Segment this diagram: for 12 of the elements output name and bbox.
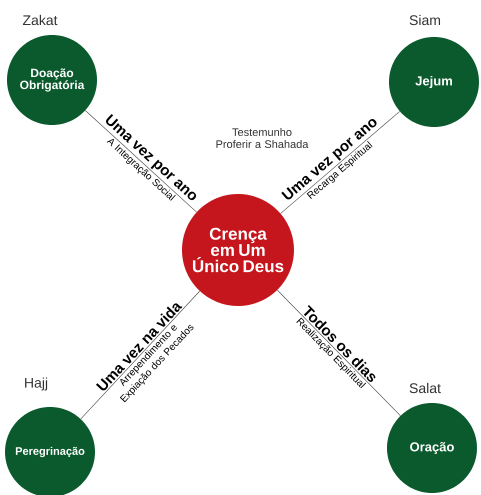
node-caption: Hajj [25,377,48,391]
node-caption: Siam [410,14,440,26]
connector-line [280,111,400,214]
connector-line [80,290,200,420]
connector-line [277,290,401,416]
circle-node: Jejum [389,37,479,127]
node-caption: Salat [410,382,441,394]
circle-node: Doação Obrigatória [7,35,97,125]
circle-node: Oração [387,403,477,493]
node-caption: Zakat [22,14,58,26]
note-text: Testemunho Proferir a Shahada [216,128,308,148]
connector-line [85,110,197,212]
